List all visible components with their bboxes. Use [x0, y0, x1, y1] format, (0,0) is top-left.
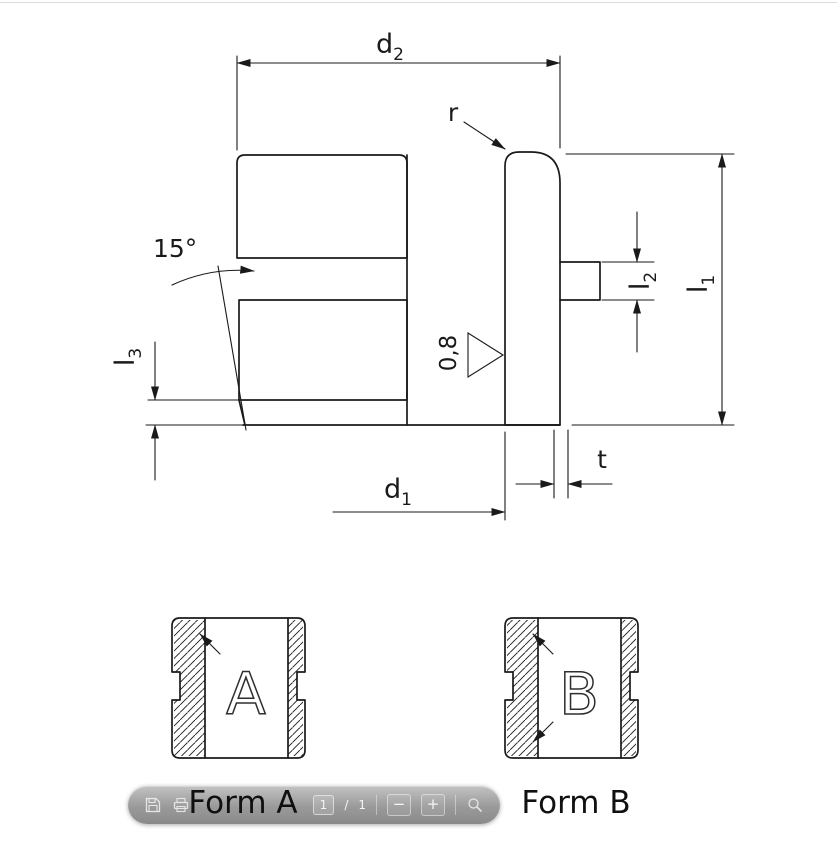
- page-total: 1: [358, 798, 366, 812]
- toolbar-divider: [455, 795, 456, 815]
- page-number-input[interactable]: 1: [312, 795, 335, 815]
- dimension-l3: l3: [110, 341, 244, 481]
- zoom-out-button[interactable]: −: [387, 794, 411, 816]
- dim-label-angle: 15°: [153, 234, 197, 263]
- flange-section: [504, 151, 561, 426]
- fit-width-icon[interactable]: [466, 796, 484, 814]
- pdf-toolbar: 1 / 1 − +: [128, 786, 500, 824]
- dimension-d1: d1: [332, 431, 506, 521]
- knurl-upper-block: [236, 154, 408, 259]
- viewport-top-edge: [0, 2, 837, 3]
- dimension-l1: l1: [565, 153, 735, 426]
- form-a-outline: [171, 617, 306, 759]
- main-section-view: [236, 151, 601, 426]
- dim-label-l3: l3: [110, 348, 146, 366]
- dim-label-d1: d1: [384, 474, 412, 510]
- roughness-symbol: [467, 332, 505, 378]
- dim-label-r: r: [448, 98, 459, 127]
- dim-label-l2: l2: [625, 272, 661, 290]
- knurl-lower-block: [238, 299, 408, 401]
- dimension-angle: 15°: [153, 234, 255, 431]
- form-a-letter: A: [226, 660, 266, 728]
- dim-label-d2: d2: [376, 29, 404, 65]
- form-b-outline: [504, 617, 639, 759]
- zoom-in-button[interactable]: +: [421, 794, 445, 816]
- dimension-d2: d2: [236, 29, 561, 151]
- form-b-caption: Form B: [521, 785, 630, 821]
- dim-label-l1: l1: [683, 275, 719, 293]
- surface-roughness: 0,8: [436, 332, 505, 378]
- toolbar-divider: [376, 795, 377, 815]
- form-a-arrow: [199, 633, 221, 655]
- save-icon[interactable]: [144, 796, 162, 814]
- form-a-view: A: [171, 617, 306, 759]
- dimension-t: t: [515, 429, 613, 499]
- form-b-arrow-bottom: [532, 721, 554, 743]
- chamfer-edge: [238, 399, 246, 426]
- dim-label-t: t: [597, 445, 607, 474]
- dimension-r: r: [448, 98, 506, 150]
- print-icon[interactable]: [172, 796, 190, 814]
- form-b-view: B: [504, 617, 639, 759]
- pilot-boss: [559, 261, 601, 301]
- dimension-l2: l2: [601, 211, 661, 353]
- form-b-letter: B: [559, 660, 599, 728]
- roughness-value: 0,8: [436, 335, 462, 372]
- form-b-arrow-top: [532, 633, 554, 655]
- page-separator: /: [344, 798, 349, 812]
